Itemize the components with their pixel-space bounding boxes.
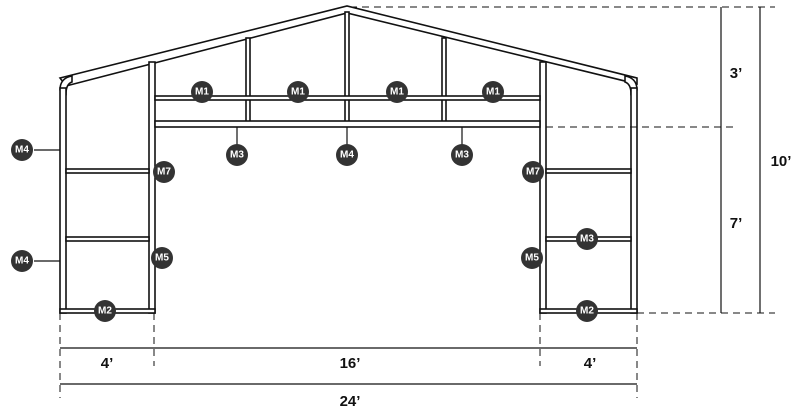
svg-text:M4: M4 bbox=[15, 256, 29, 267]
svg-text:M3: M3 bbox=[580, 234, 594, 245]
part-label-m4: M4 bbox=[11, 250, 33, 272]
dim-roof-height: 3’ bbox=[730, 65, 743, 82]
part-label-m3: M3 bbox=[451, 144, 473, 166]
svg-text:M4: M4 bbox=[15, 145, 29, 156]
svg-text:M5: M5 bbox=[525, 253, 539, 264]
part-label-m1: M1 bbox=[287, 81, 309, 103]
svg-text:M1: M1 bbox=[390, 87, 404, 98]
part-label-m3: M3 bbox=[576, 228, 598, 250]
svg-text:M1: M1 bbox=[291, 87, 305, 98]
part-label-m4: M4 bbox=[11, 139, 33, 161]
part-label-m2: M2 bbox=[94, 300, 116, 322]
svg-text:M1: M1 bbox=[195, 87, 209, 98]
svg-text:M3: M3 bbox=[230, 150, 244, 161]
dim-wall-height: 7’ bbox=[730, 215, 743, 232]
part-label-m4: M4 bbox=[336, 144, 358, 166]
part-label-m3: M3 bbox=[226, 144, 248, 166]
svg-text:M7: M7 bbox=[157, 167, 171, 178]
dim-total-width: 24’ bbox=[340, 393, 361, 410]
svg-text:M2: M2 bbox=[98, 306, 112, 317]
svg-text:M2: M2 bbox=[580, 306, 594, 317]
part-label-m7: M7 bbox=[153, 161, 175, 183]
dim-right-bay: 4’ bbox=[584, 355, 597, 372]
svg-text:M7: M7 bbox=[526, 167, 540, 178]
part-label-m5: M5 bbox=[151, 247, 173, 269]
dim-left-bay: 4’ bbox=[101, 355, 114, 372]
dim-center-bay: 16’ bbox=[340, 355, 361, 372]
dim-total-height: 10’ bbox=[771, 153, 792, 170]
svg-text:M5: M5 bbox=[155, 253, 169, 264]
part-label-m1: M1 bbox=[191, 81, 213, 103]
svg-text:M4: M4 bbox=[340, 150, 354, 161]
svg-text:M3: M3 bbox=[455, 150, 469, 161]
width-dimensions: 4’ 16’ 4’ 24’ bbox=[59, 313, 638, 410]
svg-text:M1: M1 bbox=[486, 87, 500, 98]
part-label-m7: M7 bbox=[522, 161, 544, 183]
part-label-m5: M5 bbox=[521, 247, 543, 269]
part-label-m1: M1 bbox=[386, 81, 408, 103]
part-label-m2: M2 bbox=[576, 300, 598, 322]
height-dimensions: 3’ 7’ 10’ bbox=[350, 6, 792, 314]
part-label-m1: M1 bbox=[482, 81, 504, 103]
